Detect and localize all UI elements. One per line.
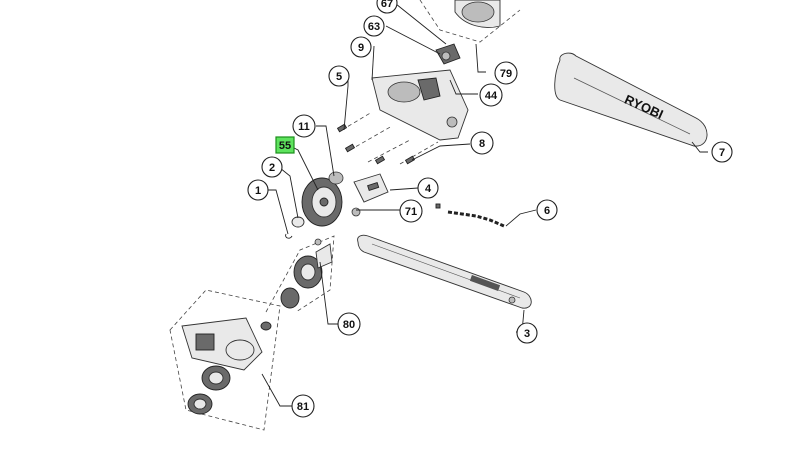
callout-67[interactable]: 67 (376, 0, 398, 14)
svg-text:81: 81 (297, 401, 309, 413)
callout-1[interactable]: 1 (247, 179, 269, 201)
callout-79[interactable]: 79 (494, 61, 518, 85)
saw-chain (435, 203, 505, 228)
svg-text:9: 9 (358, 42, 364, 54)
callout-3[interactable]: 3 (516, 322, 538, 344)
svg-text:44: 44 (485, 90, 498, 102)
guide-bar (357, 234, 532, 309)
drive-plate (371, 69, 469, 141)
callout-55-highlighted[interactable]: 55 (275, 136, 295, 154)
callout-8[interactable]: 8 (470, 131, 494, 155)
callout-4[interactable]: 4 (417, 177, 439, 199)
svg-text:11: 11 (298, 121, 310, 133)
svg-text:55: 55 (279, 140, 291, 152)
screws (336, 111, 439, 165)
svg-text:80: 80 (343, 319, 355, 331)
callout-2[interactable]: 2 (261, 156, 283, 178)
callout-81[interactable]: 81 (291, 394, 315, 418)
callout-63[interactable]: 63 (363, 15, 385, 37)
drive-gear-assembly (265, 235, 335, 313)
svg-text:79: 79 (500, 68, 512, 80)
oil-cap (435, 43, 461, 65)
svg-text:3: 3 (524, 328, 530, 340)
svg-text:4: 4 (425, 183, 432, 195)
callout-80[interactable]: 80 (337, 312, 361, 336)
svg-text:67: 67 (381, 0, 393, 10)
callout-11[interactable]: 11 (292, 114, 316, 138)
callout-71[interactable]: 71 (399, 199, 423, 223)
callout-9[interactable]: 9 (350, 36, 372, 58)
svg-text:7: 7 (719, 147, 725, 159)
callout-5[interactable]: 5 (328, 65, 350, 87)
callout-44[interactable]: 44 (479, 83, 503, 107)
svg-text:2: 2 (269, 162, 275, 174)
svg-text:5: 5 (336, 71, 342, 83)
bar-cover: RYOBI (554, 52, 708, 147)
svg-text:63: 63 (368, 21, 380, 33)
motor-housing-fragment (419, 0, 521, 43)
svg-text:71: 71 (405, 206, 417, 218)
callout-7[interactable]: 7 (711, 141, 733, 163)
svg-text:8: 8 (479, 138, 485, 150)
lower-housing (169, 289, 281, 431)
sprocket-assembly (285, 171, 344, 239)
svg-text:1: 1 (255, 185, 261, 197)
svg-text:6: 6 (544, 205, 550, 217)
callout-6[interactable]: 6 (536, 199, 558, 221)
